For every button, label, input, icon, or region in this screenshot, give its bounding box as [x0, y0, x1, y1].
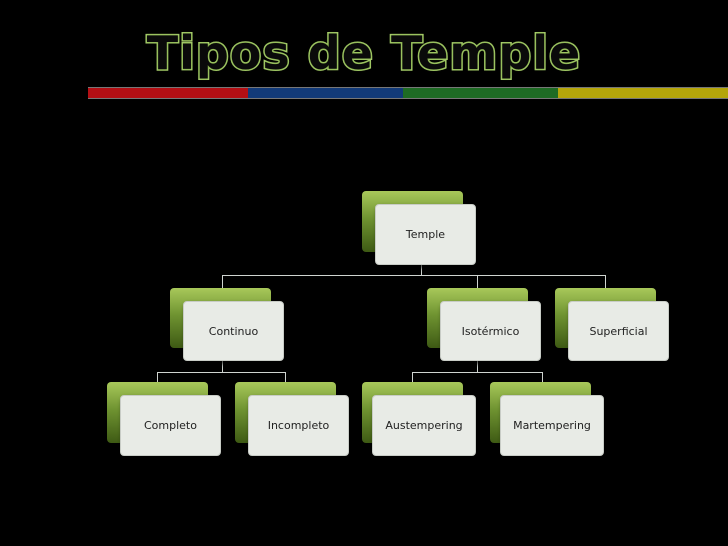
connector-isotermico-children-horizontal	[412, 372, 542, 373]
bar-segment-red	[88, 88, 248, 98]
austempering-label: Austempering	[385, 419, 463, 432]
slide-title: Tipos de Temple	[145, 25, 582, 82]
connector-continuo-children-horizontal	[157, 372, 285, 373]
martempering-node: Martempering	[500, 395, 604, 456]
incompleto-label: Incompleto	[267, 419, 330, 432]
isotermico-node: Isotérmico	[440, 301, 541, 361]
superficial-label: Superficial	[589, 324, 648, 338]
continuo-label: Continuo	[208, 324, 259, 338]
temple-node: Temple	[375, 204, 476, 265]
title-color-bar	[88, 87, 728, 99]
temple-label: Temple	[405, 228, 446, 241]
completo-node: Completo	[120, 395, 221, 456]
connector-austempering-vertical	[412, 372, 413, 382]
connector-continuo-down	[222, 361, 223, 372]
superficial-node: Superficial	[568, 301, 669, 361]
bar-segment-blue	[248, 88, 403, 98]
completo-label: Completo	[144, 419, 197, 432]
martempering-label: Martempering	[513, 419, 591, 432]
connector-superficial-vertical	[605, 275, 606, 288]
connector-root-vertical	[421, 265, 422, 275]
connector-incompleto-vertical	[285, 372, 286, 382]
connector-martempering-vertical	[542, 372, 543, 382]
connector-level1-horizontal	[222, 275, 606, 276]
connector-isotermico-down	[477, 361, 478, 372]
austempering-node: Austempering	[372, 395, 476, 456]
incompleto-node: Incompleto	[248, 395, 349, 456]
connector-continuo-vertical	[222, 275, 223, 288]
continuo-node: Continuo	[183, 301, 284, 361]
bar-segment-yellow	[558, 88, 728, 98]
isotermico-label: Isotérmico	[461, 324, 520, 338]
bar-segment-green	[403, 88, 558, 98]
connector-isotermico-vertical	[477, 275, 478, 288]
connector-completo-vertical	[157, 372, 158, 382]
